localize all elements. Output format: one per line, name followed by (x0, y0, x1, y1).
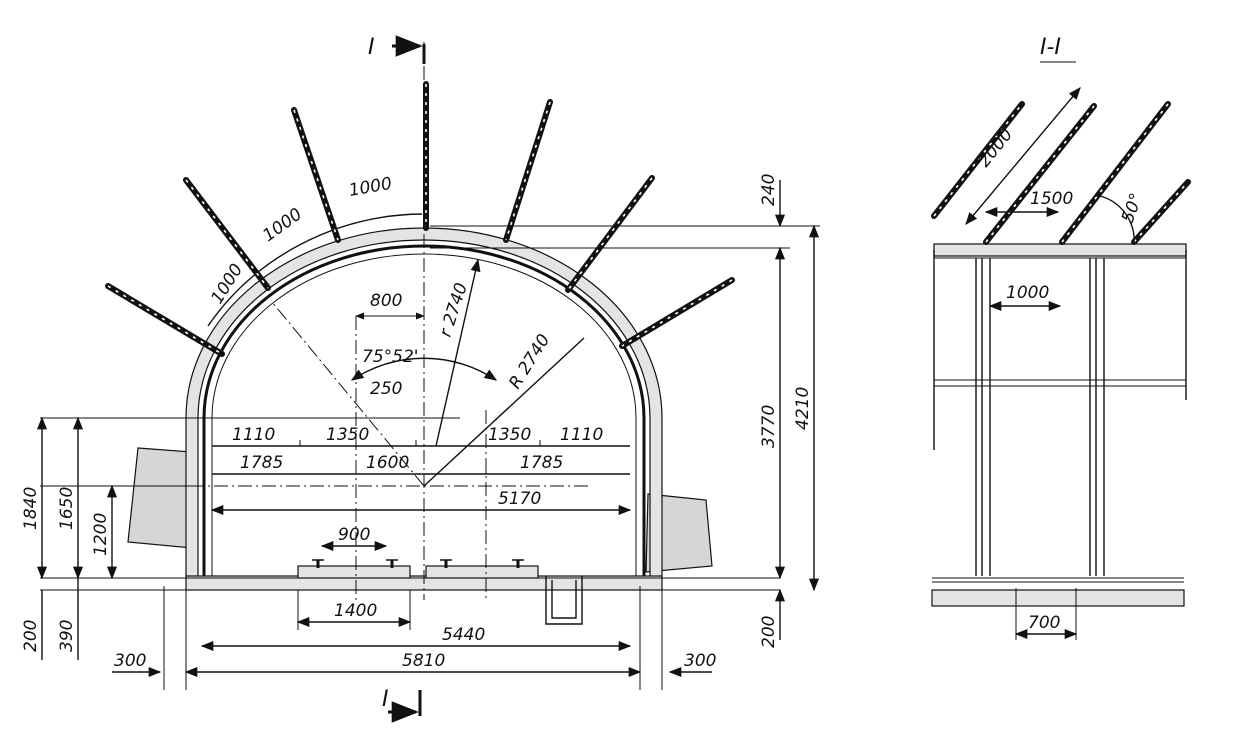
side-frame-spacing: 1000 (1006, 283, 1049, 303)
section-mark-bottom (388, 690, 420, 716)
dim-900: 900 (338, 525, 370, 545)
radius-outer-label: R 2740 (505, 331, 554, 393)
side-section-title: I-I (1040, 35, 1061, 60)
dim-1350-left: 1350 (326, 425, 369, 445)
offset-800-label: 800 (370, 291, 402, 311)
dim-1400: 1400 (334, 601, 377, 621)
side-bolt-length: 2000 (974, 125, 1017, 171)
dim-3770: 3770 (759, 405, 779, 448)
dim-5170: 5170 (498, 489, 541, 509)
radius-line-left (271, 301, 425, 487)
dim-240: 240 (759, 174, 779, 206)
dim-1785-right: 1785 (520, 453, 563, 473)
side-frames (933, 250, 1187, 576)
offset-250-label: 250 (370, 379, 402, 399)
dim-1110-left: 1110 (232, 425, 275, 445)
section-mark-top (392, 44, 424, 64)
side-angle-arc (1099, 195, 1135, 245)
radius-line-right (423, 337, 585, 487)
main-cross-section: I I 1000 1000 1000 r 2740 R 2740 75°52' … (21, 35, 820, 716)
side-bolt-angle: 50° (1118, 191, 1147, 226)
dim-4210: 4210 (793, 387, 813, 430)
rails (297, 559, 539, 579)
drain-channel (545, 576, 583, 625)
side-bolts (931, 101, 1191, 245)
dim-1200: 1200 (91, 513, 111, 556)
section-mark-bottom-label: I (382, 687, 389, 712)
angle-arc (350, 357, 498, 381)
dim-200-left: 200 (21, 620, 41, 652)
steel-arch-inner (211, 253, 637, 578)
dim-300-left: 300 (114, 651, 146, 671)
dim-1840: 1840 (21, 487, 41, 530)
dim-1110-right: 1110 (560, 425, 603, 445)
dim-200-right: 200 (759, 616, 779, 648)
dim-390: 390 (57, 620, 77, 652)
dim-1350-right: 1350 (488, 425, 531, 445)
section-mark-top-label: I (368, 35, 375, 60)
side-floor-dim-label: 700 (1028, 613, 1060, 633)
side-bolt-length-dim (965, 87, 1081, 225)
dim-1600: 1600 (366, 453, 409, 473)
rock-bolts (105, 81, 735, 357)
right-vertical-dims (430, 180, 820, 640)
dim-1650: 1650 (57, 487, 77, 530)
dim-1785-left: 1785 (240, 453, 283, 473)
left-vertical-dims (36, 416, 118, 660)
bolt-spacing-2: 1000 (259, 204, 306, 246)
side-floor (931, 589, 1185, 607)
bolt-spacing-arc (207, 213, 423, 327)
bolt-spacing-3: 1000 (347, 174, 393, 201)
dim-300-right: 300 (684, 651, 716, 671)
radius-line-inner (435, 258, 481, 447)
rock-left (127, 447, 193, 549)
dim-5440: 5440 (442, 625, 485, 645)
dimension-lines (40, 312, 780, 690)
angle-label: 75°52' (362, 347, 418, 367)
side-roof-lining (933, 243, 1187, 257)
side-bolt-spacing: 1500 (1030, 189, 1073, 209)
side-section: I-I 2000 1500 50° 1000 70 (931, 35, 1191, 640)
dim-5810: 5810 (402, 651, 445, 671)
